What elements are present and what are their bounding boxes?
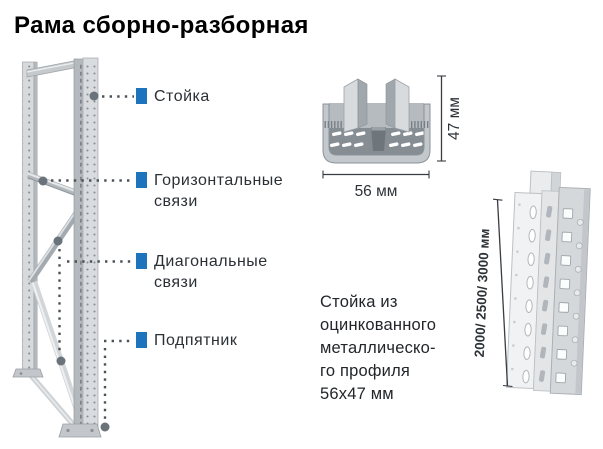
section-ears	[343, 78, 410, 133]
page-title: Рама сборно-разборная	[14, 12, 309, 39]
frame-illustration	[12, 57, 134, 438]
leader-dot-diagonal-lower	[56, 356, 66, 366]
upright-description: Стойка из оцинкованного металлическо- го…	[320, 293, 437, 403]
leader-dot-stoyka	[89, 91, 99, 101]
leader-dot-horizontal	[38, 176, 48, 186]
oval-slots	[522, 205, 537, 384]
leader-dot-diagonal-upper	[53, 236, 63, 246]
cross-section-illustration: 47 мм 56 мм	[322, 75, 463, 200]
bottom-beam	[26, 371, 80, 431]
callout-label: Подпятник	[154, 332, 238, 349]
left-footplate	[12, 368, 44, 378]
wall-perforations	[324, 121, 429, 128]
section-ridge	[371, 127, 386, 151]
callout-label: Стойка	[154, 88, 210, 105]
height-dimension-label: 47 мм	[446, 97, 463, 140]
upright-3d-illustration: 2000/ 2500/ 3000 мм	[472, 170, 591, 396]
callout-label: Горизонтальные связи	[154, 172, 284, 210]
leader-lines	[51, 95, 134, 419]
round-holes	[570, 218, 584, 367]
height-dimension: 47 мм	[437, 75, 463, 162]
diagonal-brace-lower	[30, 280, 84, 420]
callout-podpyatnik: Подпятник	[136, 330, 296, 351]
callout-horizontal-braces: Горизонтальные связи	[136, 170, 296, 212]
section-shelf	[329, 103, 424, 130]
upright-3d-body	[505, 170, 591, 396]
blue-square-marker	[136, 172, 147, 188]
callout-diagonal-braces: Диагональные связи	[136, 251, 296, 293]
edge-dots	[511, 203, 521, 371]
callout-stoyka: Стойка	[136, 86, 296, 107]
slanted-slots	[538, 205, 553, 382]
blue-square-marker	[136, 253, 147, 269]
width-dimension: 56 мм	[322, 170, 430, 200]
leader-dot-podpyatnik	[100, 422, 110, 432]
left-upright	[22, 61, 38, 375]
blue-square-marker	[136, 88, 147, 104]
floor-slots	[330, 131, 425, 148]
blue-square-marker	[136, 332, 147, 348]
square-holes	[555, 208, 574, 384]
section-shell	[322, 103, 431, 164]
right-upright	[73, 57, 99, 437]
length-dimension-label: 2000/ 2500/ 3000 мм	[472, 228, 493, 357]
width-dimension-label: 56 мм	[355, 183, 398, 200]
length-dimension: 2000/ 2500/ 3000 мм	[472, 198, 513, 388]
callout-label: Диагональные связи	[154, 253, 268, 291]
right-footplate	[58, 423, 102, 438]
